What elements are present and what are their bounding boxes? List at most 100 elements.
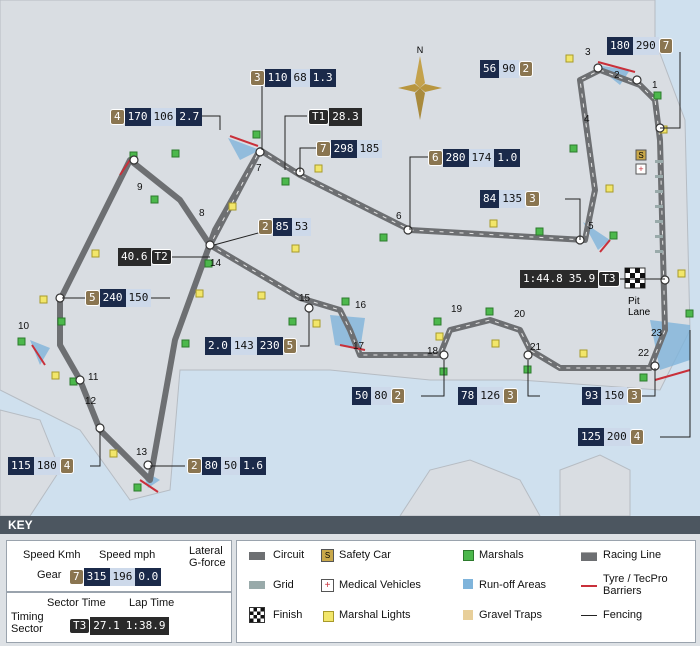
turn-label: 15 xyxy=(299,293,311,304)
runoff-swatch xyxy=(463,579,473,589)
svg-text:S: S xyxy=(638,151,643,160)
key-example-box: 7 315 196 0.0 xyxy=(69,568,162,586)
legend-fencing: Fencing xyxy=(603,609,643,621)
key-legend: Circuit S Safety Car Marshals Racing Lin… xyxy=(236,540,696,643)
legend-racing-line: Racing Line xyxy=(603,549,662,561)
turn-label: 5 xyxy=(588,221,594,232)
speed-mph: 50 xyxy=(220,457,241,475)
speed-kmh: 230 xyxy=(256,337,283,355)
turn-label: 22 xyxy=(638,348,650,359)
turn-label: 17 xyxy=(353,341,365,352)
legend-safety-car: Safety Car xyxy=(339,549,391,561)
leader-lines xyxy=(62,52,691,467)
corner-box-t14: 2 85 53 xyxy=(258,218,312,236)
gear: 5 xyxy=(282,338,298,354)
speed-mph: 90 xyxy=(499,60,519,78)
lateral-g: 2.0 xyxy=(205,337,231,355)
speed-kmh: 170 xyxy=(124,108,151,126)
safety-car-icon: S xyxy=(635,149,647,161)
finish-flag-icon xyxy=(249,607,265,623)
speed-mph: 180 xyxy=(33,457,60,475)
gear: 7 xyxy=(69,569,84,585)
lap-time: 1:44.8 xyxy=(520,270,566,288)
lateral-g: 1.3 xyxy=(309,69,336,87)
corner-box-t10: 5 240 150 xyxy=(85,289,152,307)
circuit-track xyxy=(57,67,668,483)
corner-box-t5: 84 135 3 xyxy=(480,190,540,208)
corner-box-t22: 93 150 3 xyxy=(582,387,642,405)
speed-mph: 106 xyxy=(150,108,177,126)
key-speed-kmh: Speed Kmh xyxy=(23,549,81,561)
speed-kmh: 84 xyxy=(480,190,500,208)
legend-medical: Medical Vehicles xyxy=(339,579,421,591)
speed-mph: 150 xyxy=(125,289,152,307)
gear: 4 xyxy=(629,429,645,445)
land-se xyxy=(559,454,631,516)
gear: 2 xyxy=(187,458,202,474)
svg-text:+: + xyxy=(638,164,643,174)
key-divider xyxy=(7,591,231,593)
gear: 3 xyxy=(503,388,518,404)
speed-kmh: 110 xyxy=(264,69,291,87)
racing-line-swatch xyxy=(581,552,597,561)
speed-mph: 174 xyxy=(468,149,495,167)
turn-label: 20 xyxy=(514,309,526,320)
turn-label: 10 xyxy=(18,321,30,332)
marshal-light-swatch xyxy=(323,611,334,622)
speed-mph: 53 xyxy=(291,218,312,236)
lateral-g: 2.7 xyxy=(176,108,203,126)
speed-mph: 185 xyxy=(356,140,383,158)
speed-kmh: 85 xyxy=(272,218,292,236)
turn-label: 4 xyxy=(584,114,590,125)
corner-box-t18: 50 80 2 xyxy=(352,387,406,405)
sector-time: 40.6 xyxy=(118,248,151,266)
gear: 3 xyxy=(525,191,540,207)
turn-label: 14 xyxy=(210,258,222,269)
gear: 3 xyxy=(250,70,265,86)
legend-runoff: Run-off Areas xyxy=(479,579,547,591)
timing-box-t2: 40.6 T2 xyxy=(118,248,172,266)
turn-label: 2 xyxy=(614,70,620,81)
gear: 7 xyxy=(316,141,331,157)
gear: 2 xyxy=(390,388,406,404)
gear: 4 xyxy=(110,109,125,125)
sector-time: 27.1 xyxy=(90,617,123,635)
tyre-barriers xyxy=(31,61,691,493)
key-header: KEY xyxy=(0,516,700,534)
timing-sector: T3 xyxy=(69,618,91,634)
speed-mph: 150 xyxy=(601,387,628,405)
legend-gravel: Gravel Traps xyxy=(479,609,542,621)
speed-kmh: 93 xyxy=(582,387,602,405)
grid-slots xyxy=(655,160,663,253)
gear: 3 xyxy=(627,388,642,404)
medical-vehicle-icon: + xyxy=(635,163,647,175)
turn-label: 11 xyxy=(88,372,99,383)
marshal-swatch xyxy=(463,550,474,561)
circuit-swatch xyxy=(249,552,265,560)
speed-mph: 200 xyxy=(603,428,630,446)
turn-markers xyxy=(55,63,670,470)
speed-kmh: 80 xyxy=(201,457,221,475)
barrier-swatch xyxy=(581,585,597,587)
legend-finish: Finish xyxy=(273,609,303,621)
corner-box-t7a: 7 298 185 xyxy=(316,140,383,158)
corner-box-t2: 56 90 2 xyxy=(480,60,534,78)
turn-label: 1 xyxy=(652,80,658,91)
speed-mph: 290 xyxy=(632,37,659,55)
lateral-g: 1.0 xyxy=(494,149,521,167)
key-lap-time: Lap Time xyxy=(129,597,175,609)
turn-label: 12 xyxy=(85,396,97,407)
speed-kmh: 50 xyxy=(352,387,372,405)
speed-mph: 126 xyxy=(477,387,504,405)
gear: 5 xyxy=(85,290,100,306)
turn-label: 13 xyxy=(136,447,148,458)
sector-time: 28.3 xyxy=(329,108,362,126)
corner-box-t12: 115 180 4 xyxy=(8,457,75,475)
lateral-g: 0.0 xyxy=(135,568,162,586)
gear: 7 xyxy=(658,38,674,54)
key-title: KEY xyxy=(8,518,33,532)
corner-box-t21: 78 126 3 xyxy=(458,387,518,405)
key-sector-time: Sector Time xyxy=(47,597,106,609)
